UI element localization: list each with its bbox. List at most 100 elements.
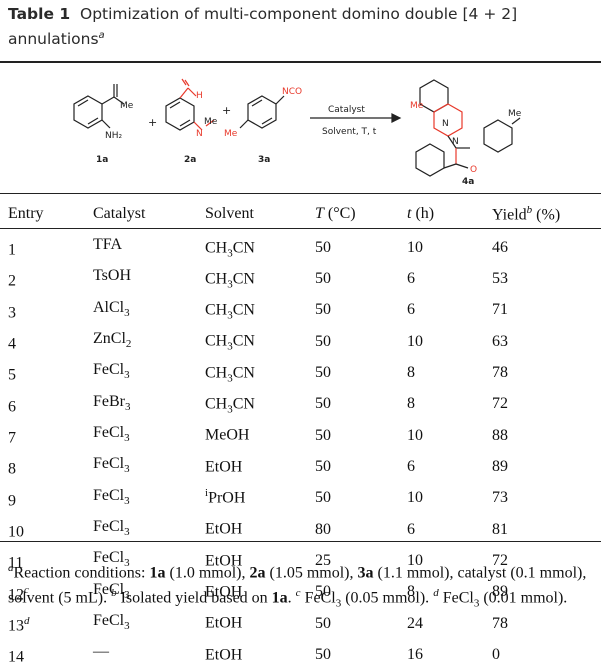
nh2-1a: NH₂ bbox=[105, 131, 123, 141]
cell-solvent: EtOH bbox=[205, 551, 243, 569]
arrow-top-text: Catalyst bbox=[328, 105, 365, 115]
header-solvent: Solvent bbox=[205, 204, 254, 222]
caption-note-mark: a bbox=[98, 30, 105, 41]
cell-time: 16 bbox=[407, 645, 423, 663]
label-4a: 4a bbox=[462, 177, 474, 187]
cell-yield: 63 bbox=[492, 332, 508, 350]
label-1a: 1a bbox=[96, 155, 108, 165]
cell-yield: 88 bbox=[492, 426, 508, 444]
cell-yield: 0 bbox=[492, 645, 500, 663]
me-3a: Me bbox=[224, 129, 238, 139]
table-row: 14 — EtOH 50 16 0 bbox=[0, 640, 601, 671]
table-caption: Table 1 Optimization of multi-component … bbox=[8, 4, 593, 50]
table-label: Table 1 bbox=[8, 5, 71, 23]
cell-time: 6 bbox=[407, 270, 415, 288]
cell-catalyst: FeCl3 bbox=[93, 455, 130, 476]
cell-yield: 81 bbox=[492, 520, 508, 538]
cell-solvent: CH3CN bbox=[205, 270, 255, 291]
cell-solvent: iPrOH bbox=[205, 487, 246, 507]
cell-catalyst: TFA bbox=[93, 236, 123, 254]
cell-entry: 8 bbox=[8, 460, 16, 478]
reaction-scheme: Me NH₂ H N Me NCO Me + + Catalyst Solven… bbox=[73, 78, 522, 187]
cell-catalyst: FeCl3 bbox=[93, 580, 130, 601]
header-yield: Yieldb (%) bbox=[492, 203, 561, 223]
table-row: 8 FeCl3 EtOH 50 6 89 bbox=[0, 452, 601, 483]
cell-time: 10 bbox=[407, 551, 423, 569]
cell-time: 6 bbox=[407, 457, 415, 475]
cell-temp: 50 bbox=[315, 489, 331, 507]
cell-entry: 12c bbox=[8, 583, 29, 603]
ring-2a bbox=[165, 97, 195, 131]
ring-3a bbox=[247, 95, 277, 129]
cell-entry: 4 bbox=[8, 335, 16, 353]
cell-yield: 89 bbox=[492, 457, 508, 475]
cell-time: 6 bbox=[407, 301, 415, 319]
me-1a: Me bbox=[120, 101, 134, 111]
me-2a: Me bbox=[204, 117, 218, 127]
cell-yield: 72 bbox=[492, 395, 508, 413]
cell-time: 10 bbox=[407, 238, 423, 256]
header-entry: Entry bbox=[8, 204, 44, 222]
cell-yield: 73 bbox=[492, 489, 508, 507]
ring-4a-top bbox=[419, 79, 449, 113]
cell-time: 10 bbox=[407, 426, 423, 444]
cell-entry: 1 bbox=[8, 241, 16, 259]
cell-catalyst: — bbox=[93, 643, 109, 661]
nco-3a: NCO bbox=[282, 87, 302, 97]
cell-catalyst: FeCl3 bbox=[93, 549, 130, 570]
cell-temp: 80 bbox=[315, 520, 331, 538]
bottom-rule bbox=[0, 541, 601, 542]
cell-solvent: EtOH bbox=[205, 458, 243, 476]
n-4a-1: N bbox=[442, 119, 449, 129]
cell-time: 10 bbox=[407, 489, 423, 507]
cell-catalyst: FeCl3 bbox=[93, 486, 130, 507]
cell-entry: 14 bbox=[8, 648, 24, 666]
cell-temp: 50 bbox=[315, 270, 331, 288]
header-row: Entry Catalyst Solvent T (°C) t (h) Yiel… bbox=[0, 200, 601, 228]
ring-4a-bottom bbox=[415, 143, 445, 177]
cell-temp: 25 bbox=[315, 551, 331, 569]
cell-temp: 50 bbox=[315, 238, 331, 256]
ring-1a bbox=[73, 95, 103, 129]
cell-catalyst: FeCl3 bbox=[93, 361, 130, 382]
cell-time: 8 bbox=[407, 364, 415, 381]
caption-text: Optimization of multi-component domino d… bbox=[8, 5, 518, 49]
cell-solvent: EtOH bbox=[205, 583, 243, 601]
cell-entry: 3 bbox=[8, 304, 16, 322]
cell-entry: 2 bbox=[8, 272, 16, 290]
h-2a: H bbox=[196, 91, 203, 101]
cell-time: 8 bbox=[407, 583, 415, 601]
cell-temp: 50 bbox=[315, 645, 331, 663]
plus-1: + bbox=[148, 116, 157, 129]
cell-catalyst: FeBr3 bbox=[93, 392, 131, 413]
cell-solvent: MeOH bbox=[205, 426, 250, 444]
cell-temp: 50 bbox=[315, 426, 331, 444]
arrow-bottom-text: Solvent, T, t bbox=[322, 127, 377, 137]
n-2a: N bbox=[196, 129, 203, 139]
cell-solvent: EtOH bbox=[205, 520, 243, 538]
cell-entry: 10 bbox=[8, 523, 24, 541]
cell-yield: 53 bbox=[492, 270, 508, 288]
cell-catalyst: FeCl3 bbox=[93, 517, 130, 539]
cell-catalyst: AlCl3 bbox=[93, 298, 130, 319]
cell-solvent: CH3CN bbox=[205, 332, 255, 353]
cell-temp: 50 bbox=[315, 332, 331, 350]
cell-solvent: CH3CN bbox=[205, 301, 255, 322]
cell-entry: 11 bbox=[8, 554, 24, 572]
header-temp: T (°C) bbox=[315, 204, 356, 222]
cell-temp: 50 bbox=[315, 457, 331, 475]
cell-time: 10 bbox=[407, 332, 423, 350]
label-3a: 3a bbox=[258, 155, 270, 165]
cell-solvent: EtOH bbox=[205, 645, 243, 663]
cell-solvent: CH3CN bbox=[205, 238, 255, 260]
me-4a: Me bbox=[410, 101, 424, 111]
cell-entry: 5 bbox=[8, 366, 16, 384]
